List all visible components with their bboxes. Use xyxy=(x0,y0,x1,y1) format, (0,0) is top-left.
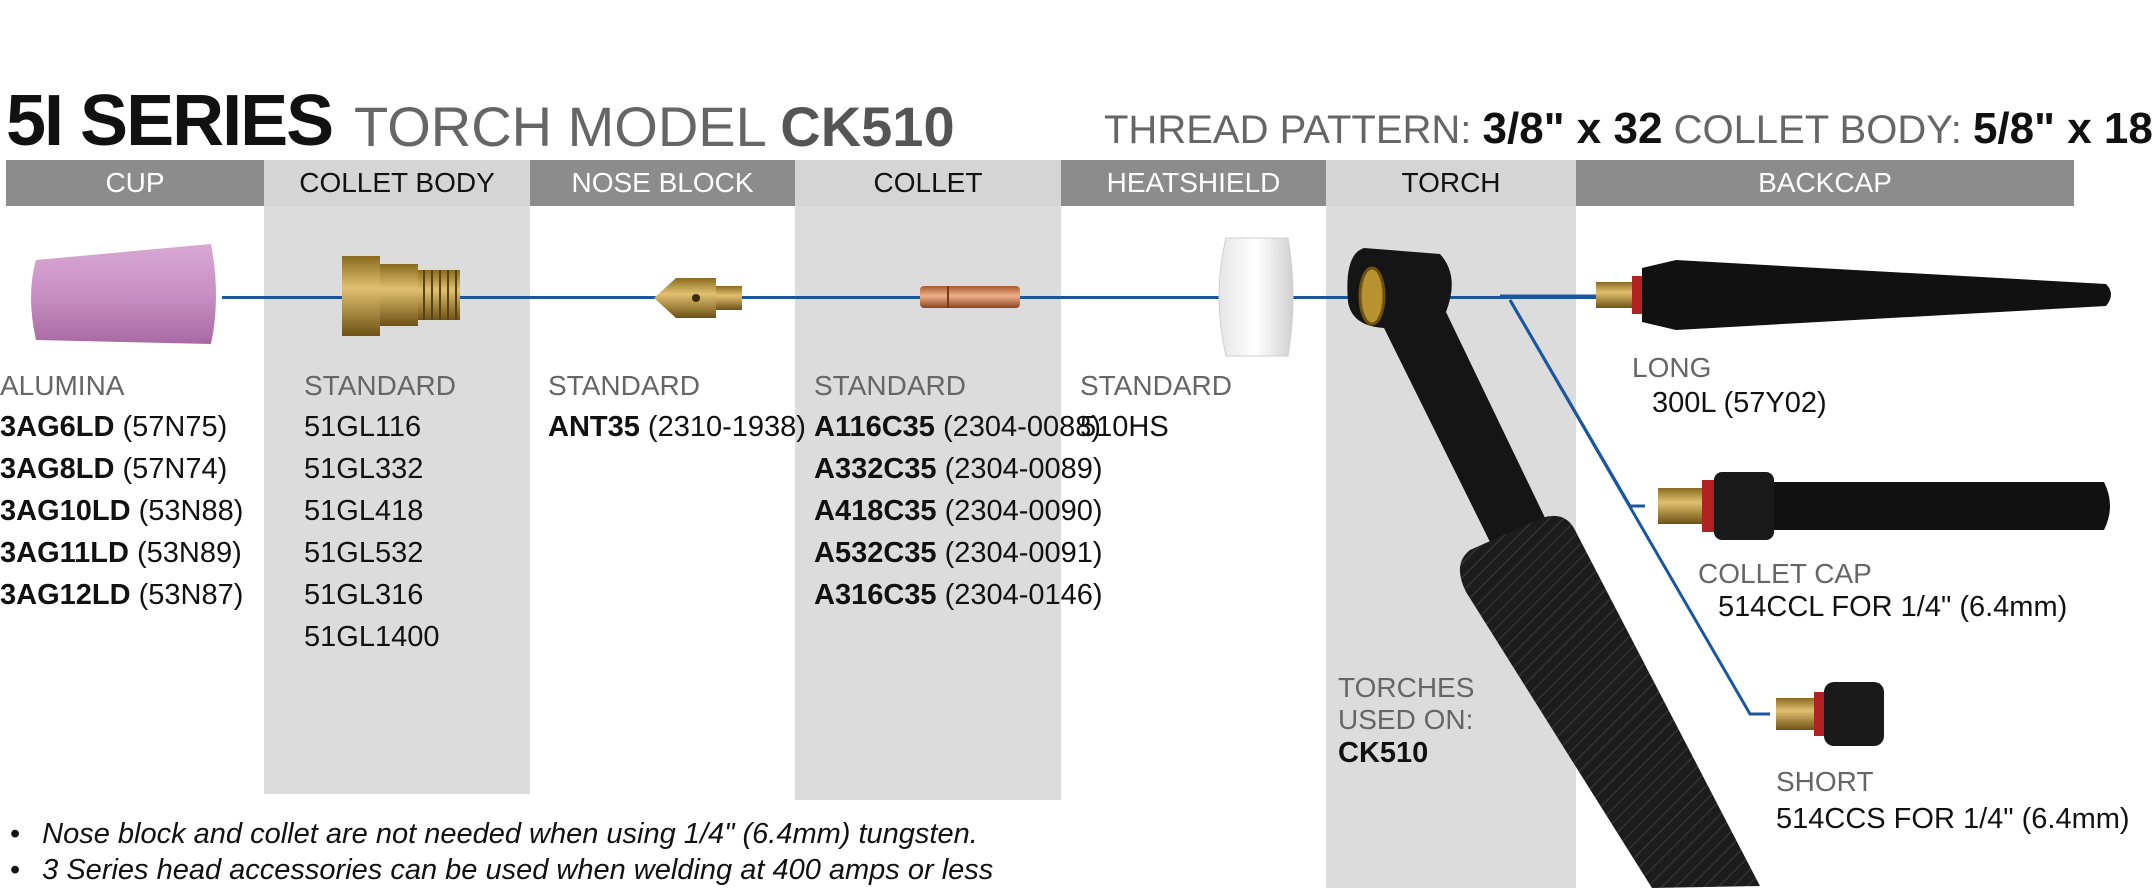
torch-model-label: TORCH MODEL xyxy=(354,95,765,158)
list-item: 51GL1400 xyxy=(304,621,440,653)
short-cap-label: SHORT xyxy=(1776,766,1874,797)
thread-pattern-label: THREAD PATTERN: xyxy=(1104,108,1472,152)
bullet-icon: • xyxy=(10,818,21,850)
cup-label: ALUMINA xyxy=(0,370,125,401)
nose-block-image xyxy=(654,278,742,318)
collet-body-list: 51GL116 51GL332 51GL418 51GL532 51GL316 … xyxy=(304,406,439,658)
list-item: A116C35 (2304-0088) xyxy=(814,411,1101,443)
list-item: 51GL116 xyxy=(304,411,422,443)
collet-label: STANDARD xyxy=(814,370,966,401)
torch-used-on-value: CK510 xyxy=(1338,737,1429,769)
long-backcap-value: 300L (57Y02) xyxy=(1652,387,1827,419)
alumina-cup-image xyxy=(31,244,216,344)
list-item: 3AG6LD (57N75) xyxy=(0,411,228,443)
list-item: 510HS xyxy=(1080,411,1169,443)
torch-model-code: CK510 xyxy=(780,95,955,158)
nose-block-label: STANDARD xyxy=(548,370,700,401)
collet-list: A116C35 (2304-0088) A332C35 (2304-0089) … xyxy=(814,406,1103,616)
nose-block-list: ANT35 (2310-1938) xyxy=(548,406,806,448)
list-item: A418C35 (2304-0090) xyxy=(814,495,1103,527)
collet-image xyxy=(920,286,1020,308)
short-cap-image xyxy=(1776,682,1884,746)
heatshield-image xyxy=(1218,237,1294,357)
note-2: •3 Series head accessories can be used w… xyxy=(10,854,994,886)
collet-body-label: STANDARD xyxy=(304,370,456,401)
collet-cap-label: COLLET CAP xyxy=(1698,558,1872,589)
list-item: 3AG8LD (57N74) xyxy=(0,453,228,485)
heatshield-label: STANDARD xyxy=(1080,370,1232,401)
list-item: A332C35 (2304-0089) xyxy=(814,453,1103,485)
torch-image xyxy=(1347,248,1760,888)
collet-body-spec-value: 5/8" x 18 xyxy=(1972,104,2153,153)
short-cap-value: 514CCS FOR 1/4" (6.4mm) xyxy=(1776,803,2130,835)
header-cup: CUP xyxy=(6,160,264,206)
header-nose-block: NOSE BLOCK xyxy=(530,160,795,206)
header-heatshield: HEATSHIELD xyxy=(1061,160,1326,206)
torch-model-title: TORCH MODEL CK510 xyxy=(354,94,955,159)
list-item: 51GL418 xyxy=(304,495,424,527)
thread-pattern-value: 3/8" x 32 xyxy=(1482,104,1663,153)
list-item: 3AG10LD (53N88) xyxy=(0,495,244,527)
list-item: 3AG11LD (53N89) xyxy=(0,537,242,569)
collet-body-image xyxy=(342,256,460,336)
list-item: A532C35 (2304-0091) xyxy=(814,537,1103,569)
thread-spec: THREAD PATTERN: 3/8" x 32 COLLET BODY: 5… xyxy=(1104,104,2153,154)
torches-label-line1: TORCHES xyxy=(1338,672,1475,703)
list-item: A316C35 (2304-0146) xyxy=(814,579,1103,611)
long-backcap-image xyxy=(1596,260,2111,330)
note-1: •Nose block and collet are not needed wh… xyxy=(10,818,978,850)
header-collet-body: COLLET BODY xyxy=(264,160,530,206)
cup-list: 3AG6LD (57N75) 3AG8LD (57N74) 3AG10LD (5… xyxy=(0,406,243,616)
collet-column xyxy=(795,160,1061,800)
header-torch: TORCH xyxy=(1326,160,1576,206)
list-item: ANT35 (2310-1938) xyxy=(548,411,806,443)
header-collet: COLLET xyxy=(795,160,1061,206)
collet-cap-image xyxy=(1658,472,2110,540)
torches-label-line2: USED ON: xyxy=(1338,704,1474,735)
list-item: 51GL316 xyxy=(304,579,424,611)
bullet-icon: • xyxy=(10,854,21,886)
header-backcap: BACKCAP xyxy=(1576,160,2074,206)
long-backcap-label: LONG xyxy=(1632,352,1712,383)
list-item: 3AG12LD (53N87) xyxy=(0,579,244,611)
collet-body-spec-label: COLLET BODY: xyxy=(1673,108,1962,152)
heatshield-list: 510HS xyxy=(1080,406,1169,448)
list-item: 51GL332 xyxy=(304,453,424,485)
collet-cap-value: 514CCL FOR 1/4" (6.4mm) xyxy=(1718,591,2068,623)
list-item: 51GL532 xyxy=(304,537,424,569)
series-title: 5I SERIES xyxy=(6,81,334,161)
